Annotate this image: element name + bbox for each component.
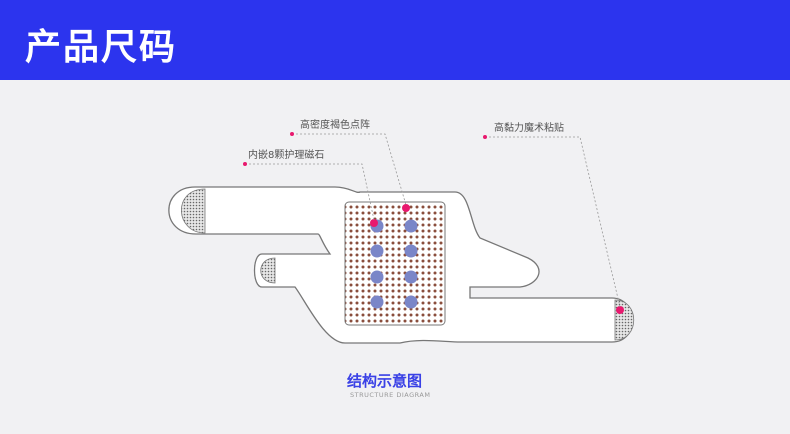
callout-marker-magnet [370, 219, 378, 227]
label-velcro: 高黏力魔术粘贴 [494, 121, 564, 134]
magnet [370, 244, 384, 258]
page-title: 产品尺码 [25, 27, 178, 68]
label-magnets: 内嵌8颗护理磁石 [248, 148, 324, 161]
callout-marker-dot-matrix [402, 204, 410, 212]
label-dot-matrix: 高密度褐色点阵 [300, 118, 370, 131]
magnet [370, 295, 384, 309]
leader-line-dot-matrix [292, 133, 407, 206]
callout-marker-velcro [616, 306, 624, 314]
magnet [404, 270, 418, 284]
leader-line-magnet [245, 163, 375, 221]
label-dot-velcro [483, 135, 487, 139]
label-dot-magnet [243, 162, 247, 166]
magnet [404, 244, 418, 258]
header-banner: 产品尺码 [0, 0, 790, 80]
dot-matrix-panel [344, 201, 446, 326]
left-end-cap [181, 188, 206, 234]
label-dot-dot-matrix [290, 132, 294, 136]
magnet [404, 295, 418, 309]
diagram-caption: 结构示意图 [347, 372, 423, 390]
right-end-cap [614, 299, 635, 341]
diagram-caption-english: STRUCTURE DIAGRAM [350, 391, 431, 399]
magnet [370, 270, 384, 284]
middle-strap-end [260, 257, 276, 284]
magnet [404, 219, 418, 233]
